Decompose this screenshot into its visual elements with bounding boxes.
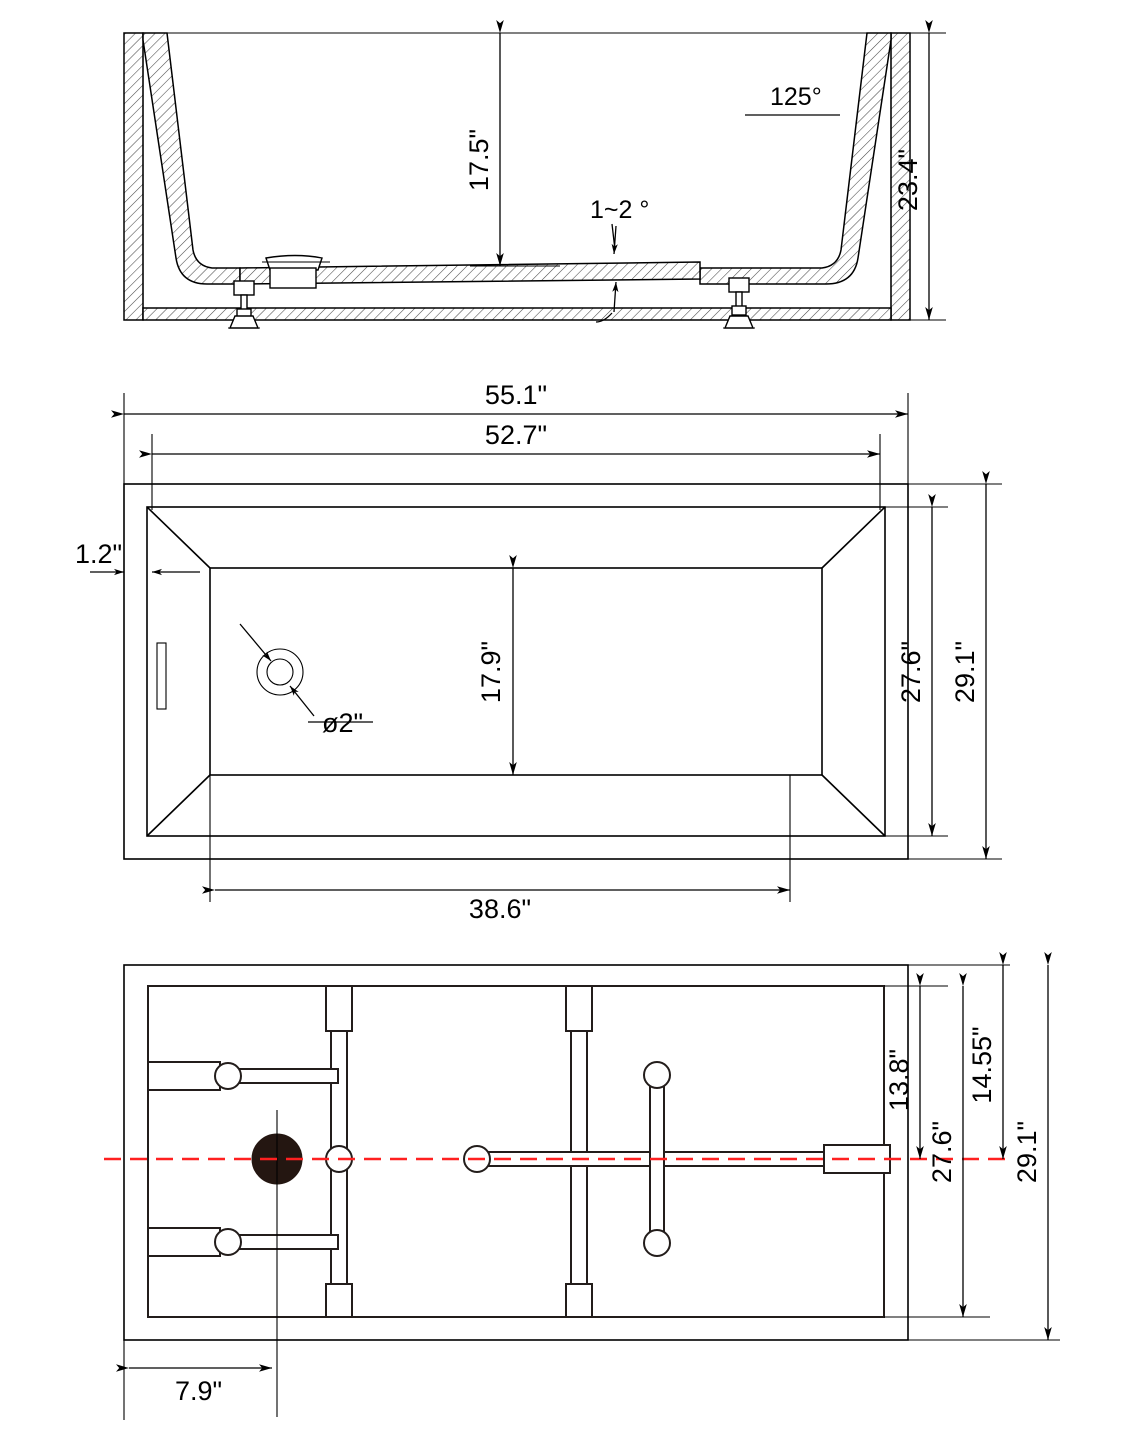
support-leg-left [228, 280, 260, 329]
dimension-rim-offset: 1.2" [75, 539, 200, 576]
slope-arrow-down [612, 281, 619, 313]
dim-label-1-2: 1.2" [75, 539, 122, 569]
base-plate-hatch [142, 307, 892, 321]
top-plan-view: ø2" 55.1" 52.7" 1.2" 17.9" [75, 380, 1002, 924]
angle-label-slope: 1~2 ° [590, 196, 649, 224]
drain-outer-circle [256, 648, 304, 696]
leg-right-collar [731, 305, 747, 316]
frame-crossrail-upper-left [147, 1061, 339, 1091]
drain-boss-detail [262, 254, 330, 289]
dimension-overall-length: 55.1" [111, 380, 909, 484]
bevel-top-left [146, 506, 211, 569]
branch-pipe-top-ball [643, 1061, 671, 1089]
dim-label-55-1: 55.1" [485, 380, 547, 410]
bottom-plan-view: 13.8" 27.6" 14.55" 29.1" 7.9" [104, 952, 1060, 1420]
branch-pipe-bottom-ball [643, 1229, 671, 1257]
drain-leader-arrow-out [289, 685, 315, 717]
dim-label-52-7: 52.7" [485, 420, 547, 450]
dim-label-17-5: 17.5" [464, 129, 494, 191]
crossrail-upper-block [147, 1061, 221, 1091]
dim-label-38-6: 38.6" [469, 894, 531, 924]
bevel-top-right [821, 506, 886, 569]
tub-inner-rim [146, 506, 886, 837]
rail-center-top-cap [565, 985, 593, 1032]
left-skirt-hatch [123, 32, 144, 321]
dimension-basin-length: 38.6" [202, 775, 791, 924]
dimension-overall-width: 29.1" [908, 471, 1002, 860]
crossrail-lower-block [147, 1227, 221, 1257]
dim-label-29-1-bottom: 29.1" [1012, 1121, 1042, 1183]
dim-label-27-6: 27.6" [896, 641, 926, 703]
bevel-bottom-right [821, 774, 886, 837]
rail-left-top-cap [325, 985, 353, 1032]
slope-arrow-up [611, 225, 618, 255]
dimension-overall-width-bottom: 29.1" [908, 952, 1060, 1341]
slope-leader-lower [595, 312, 613, 323]
tub-shell-section [123, 32, 911, 329]
leg-left-foot [228, 315, 260, 329]
front-elevation-view: 17.5" 23.4" 125° 1~2 ° [123, 20, 946, 329]
dim-label-23-4: 23.4" [893, 149, 923, 211]
angle-callout-slope: 1~2 ° [590, 196, 649, 323]
leg-right-bracket [728, 277, 750, 293]
tub-outer-rim [123, 483, 909, 860]
dim-label-14-55: 14.55" [967, 1026, 997, 1103]
drain-inner-circle [266, 658, 294, 686]
drain-flange [265, 254, 323, 271]
branch-pipe-vertical [643, 1061, 671, 1257]
bottom-outer-boundary [123, 964, 909, 1341]
drain-callout: ø2" [239, 623, 373, 738]
bevel-bottom-left [146, 774, 211, 837]
crossrail-upper-joint [214, 1062, 242, 1090]
dimension-interior-depth: 17.5" [464, 20, 560, 267]
dimension-basin-width: 17.9" [476, 555, 517, 775]
dim-label-7-9: 7.9" [175, 1376, 222, 1406]
rail-left-bottom-cap [325, 1283, 353, 1318]
overflow-slot [156, 642, 167, 710]
frame-crossrail-lower-left [147, 1227, 339, 1257]
drain-body [269, 267, 317, 289]
dimension-overflow-offset: 14.55" [908, 952, 1010, 1159]
drain-leader-arrow-in [239, 623, 272, 662]
dimension-overall-height: 23.4" [891, 20, 946, 321]
angle-label-125: 125° [770, 83, 822, 111]
skirt-inner-lines [142, 33, 892, 320]
dimension-rim-width: 27.6" [885, 494, 948, 837]
support-leg-right [723, 277, 755, 329]
leg-right-foot [723, 315, 755, 329]
dim-label-27-6-bottom: 27.6" [927, 1121, 957, 1183]
drain-diameter-label: ø2" [322, 708, 363, 738]
dimension-rim-length: 52.7" [139, 420, 881, 510]
tub-floor-hatch [239, 261, 701, 285]
branch-pipe-shaft [649, 1072, 665, 1249]
dim-label-13-8: 13.8" [884, 1049, 914, 1111]
rail-center-bottom-cap [565, 1283, 593, 1318]
dimension-drain-to-centerline: 13.8" [884, 973, 948, 1159]
dim-label-29-1: 29.1" [950, 641, 980, 703]
crossrail-lower-joint [214, 1228, 242, 1256]
dim-label-17-9: 17.9" [476, 641, 506, 703]
angle-callout-125: 125° [745, 83, 840, 116]
dimension-drain-from-end: 7.9" [116, 1340, 272, 1420]
leg-left-bracket [233, 280, 255, 296]
dimension-frame-width: 27.6" [884, 973, 990, 1318]
